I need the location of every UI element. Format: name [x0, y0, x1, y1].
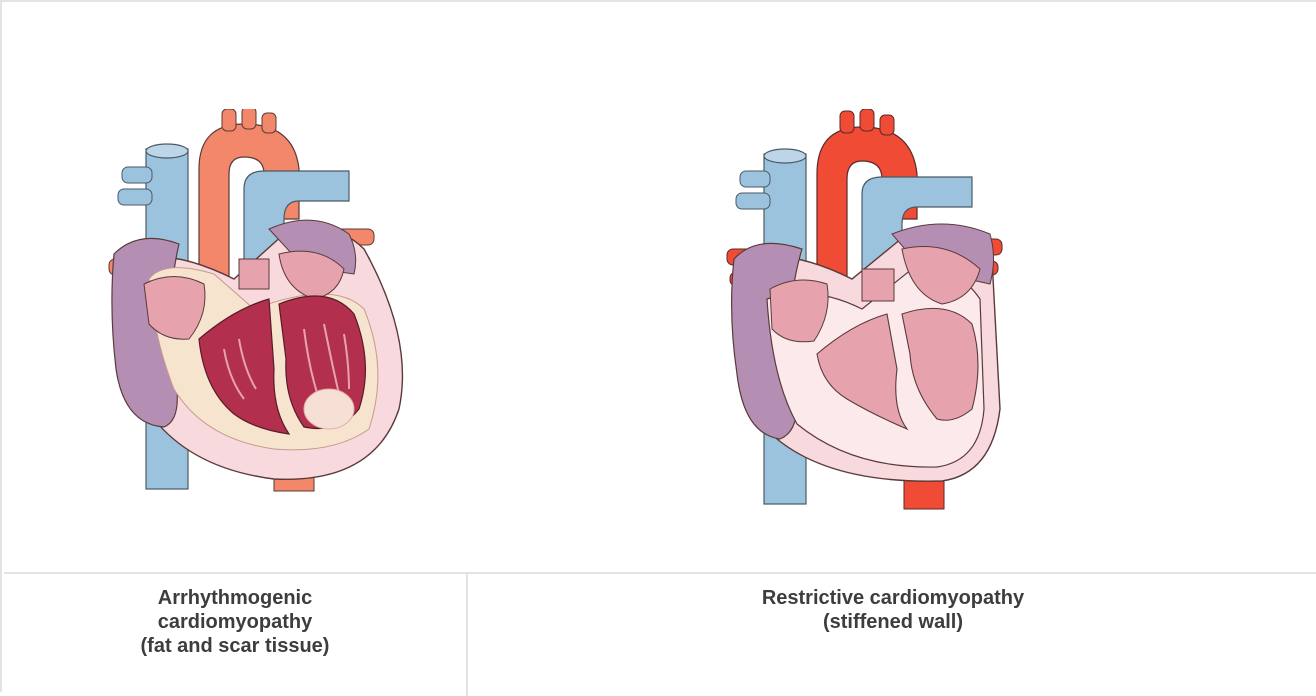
caption-row: Arrhythmogenic cardiomyopathy (fat and s…: [4, 572, 1316, 696]
valve-block: [239, 259, 269, 289]
caption-arrhythmogenic: Arrhythmogenic cardiomyopathy (fat and s…: [4, 586, 466, 658]
apex-scar: [304, 389, 354, 429]
valve-block: [862, 269, 894, 301]
heart-arrhythmogenic-illustration: [104, 109, 424, 494]
heart-restrictive-illustration: [722, 109, 1012, 514]
atrial-chamber-left: [770, 280, 828, 342]
caption-restrictive: Restrictive cardiomyopathy (stiffened wa…: [468, 586, 1316, 634]
illustration-area: [4, 4, 1316, 572]
